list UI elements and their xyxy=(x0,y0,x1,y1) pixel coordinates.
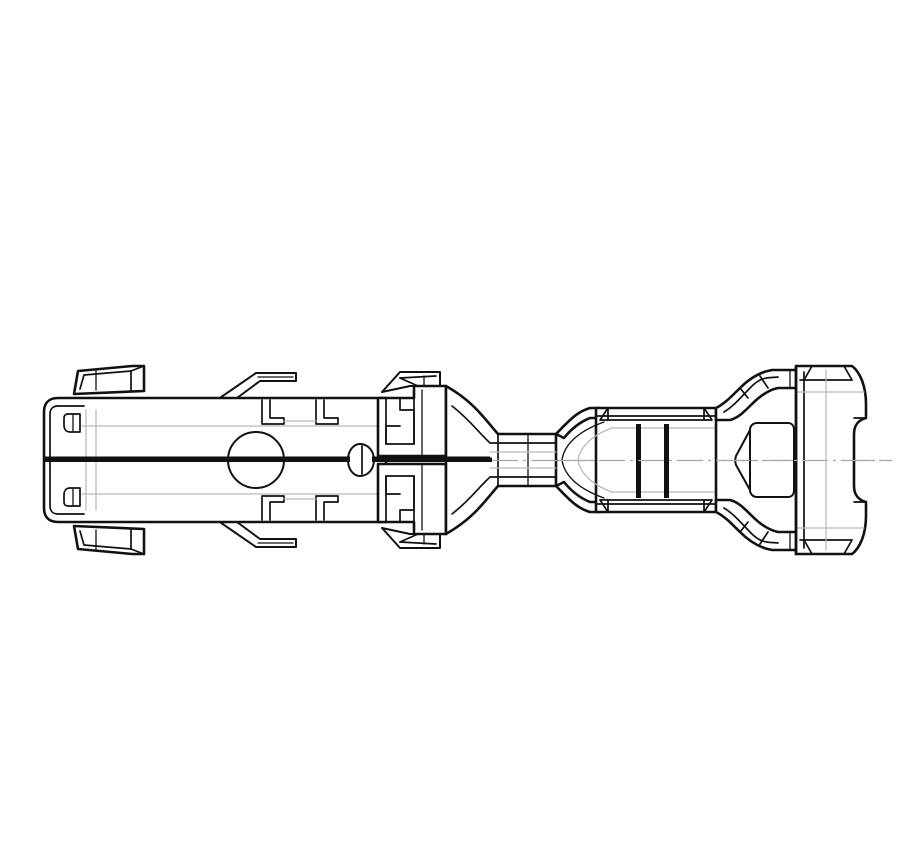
locking-hook-lower xyxy=(261,495,339,521)
rear-box-flange-lower xyxy=(376,462,448,549)
locking-hook-upper xyxy=(261,399,339,425)
retention-tab-upper-left xyxy=(72,364,146,396)
retention-tab-lower-left xyxy=(72,524,146,556)
rear-box-flange-upper xyxy=(376,371,448,458)
wire-crimp-barrel xyxy=(554,406,724,514)
insulation-wing-upper xyxy=(714,368,802,422)
insulation-wing-lower xyxy=(714,498,802,552)
center-slot-primary xyxy=(44,456,490,462)
transition-waist xyxy=(444,384,560,536)
crimp-slot-right xyxy=(664,424,669,498)
insulation-crimp-body xyxy=(724,364,892,556)
